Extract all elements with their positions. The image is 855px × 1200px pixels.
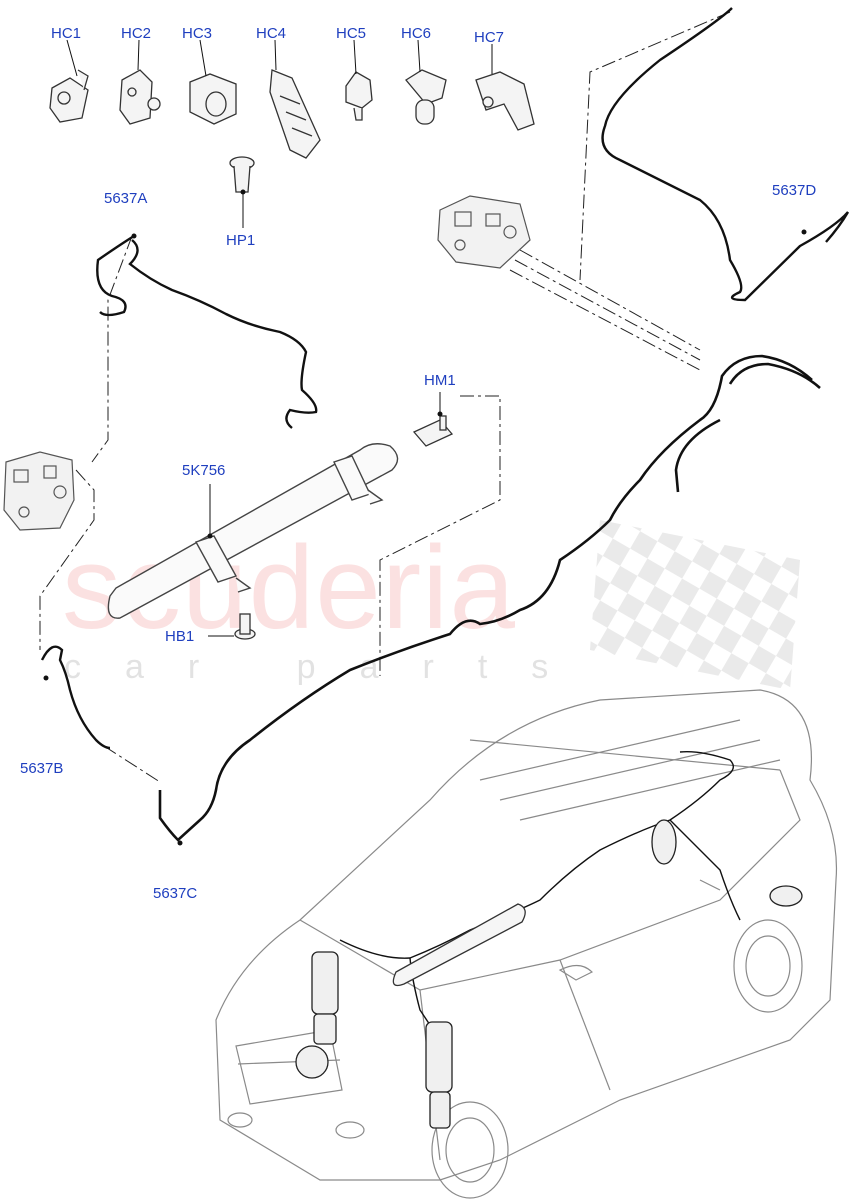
front-right-air-strut [425, 1021, 453, 1129]
callout-hc3[interactable]: HC3 [182, 25, 213, 42]
callout-hc2[interactable]: HC2 [121, 25, 152, 42]
pipe-5637d [601, 7, 850, 302]
clip-hc5 [345, 71, 373, 121]
callout-hb1[interactable]: HB1 [165, 628, 195, 645]
air-reservoir-5k756 [107, 443, 399, 619]
clip-hc6 [405, 69, 447, 125]
callout-hc7[interactable]: HC7 [474, 29, 505, 46]
clip-hc1 [49, 69, 89, 123]
callout-hm1[interactable]: HM1 [424, 372, 456, 389]
dashed-leaders [39, 11, 731, 783]
pipe-main [158, 354, 813, 842]
clip-hc2 [119, 69, 161, 125]
callout-hp1[interactable]: HP1 [226, 232, 256, 249]
callout-5637d[interactable]: 5637D [772, 182, 817, 199]
clip-hc7 [475, 71, 535, 131]
callout-hc1[interactable]: HC1 [51, 25, 82, 42]
clip-hc3 [189, 73, 237, 125]
callout-hc4[interactable]: HC4 [256, 25, 287, 42]
bolt-hb1 [234, 613, 256, 640]
sensor-hm1 [412, 415, 454, 447]
callout-5637b[interactable]: 5637B [20, 760, 64, 777]
callout-hc6[interactable]: HC6 [401, 25, 432, 42]
vehicle-outline [215, 689, 838, 1199]
clip-hc4 [269, 69, 321, 159]
watermark-flag [590, 520, 800, 690]
valve-block-left [3, 451, 75, 531]
valve-block-top [437, 195, 531, 269]
vehicle-air-lines [339, 750, 741, 1041]
callout-5637a[interactable]: 5637A [104, 190, 148, 207]
callout-5k756[interactable]: 5K756 [182, 462, 226, 479]
pipe-5637a [96, 234, 318, 429]
rear-air-spring [651, 819, 803, 907]
front-left-air-strut [295, 951, 339, 1079]
vehicle-reservoir [392, 903, 526, 987]
callout-5637c[interactable]: 5637C [153, 885, 198, 902]
plug-hp1 [229, 156, 255, 193]
callout-hc5[interactable]: HC5 [336, 25, 367, 42]
pipe-5637b [40, 645, 111, 750]
